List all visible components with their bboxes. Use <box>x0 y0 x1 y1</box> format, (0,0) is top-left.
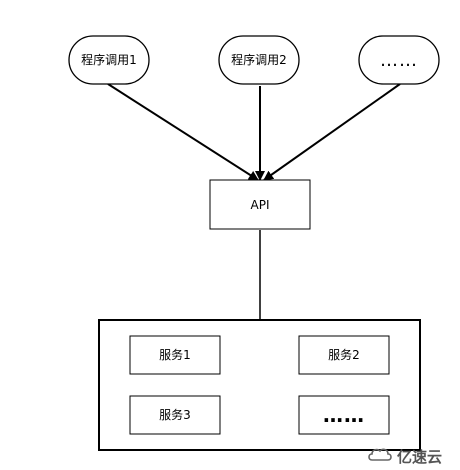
service-node-4: …… <box>298 395 390 435</box>
watermark-logo: 亿速云 <box>368 448 442 466</box>
service-node-3: 服务3 <box>129 395 221 435</box>
caller-node-2: 程序调用2 <box>218 35 300 85</box>
api-node: API <box>209 179 311 230</box>
arrow-caller1-to-api <box>107 83 259 181</box>
caller-node-2-label: 程序调用2 <box>231 52 287 67</box>
caller-node-1-label: 程序调用1 <box>81 52 137 67</box>
api-node-label: API <box>251 198 270 212</box>
caller-node-1: 程序调用1 <box>68 35 150 85</box>
service-node-2: 服务2 <box>298 335 390 375</box>
cloud-icon <box>368 448 392 461</box>
service-node-2-label: 服务2 <box>328 347 360 362</box>
service-node-4-label: …… <box>323 403 365 427</box>
service-node-1: 服务1 <box>129 335 221 375</box>
caller-node-3-label: …… <box>380 50 418 71</box>
arrow-caller3-to-api <box>263 83 401 181</box>
service-node-3-label: 服务3 <box>159 407 191 422</box>
watermark-text: 亿速云 <box>397 448 442 466</box>
caller-node-3: …… <box>358 35 440 85</box>
service-node-1-label: 服务1 <box>159 347 191 362</box>
